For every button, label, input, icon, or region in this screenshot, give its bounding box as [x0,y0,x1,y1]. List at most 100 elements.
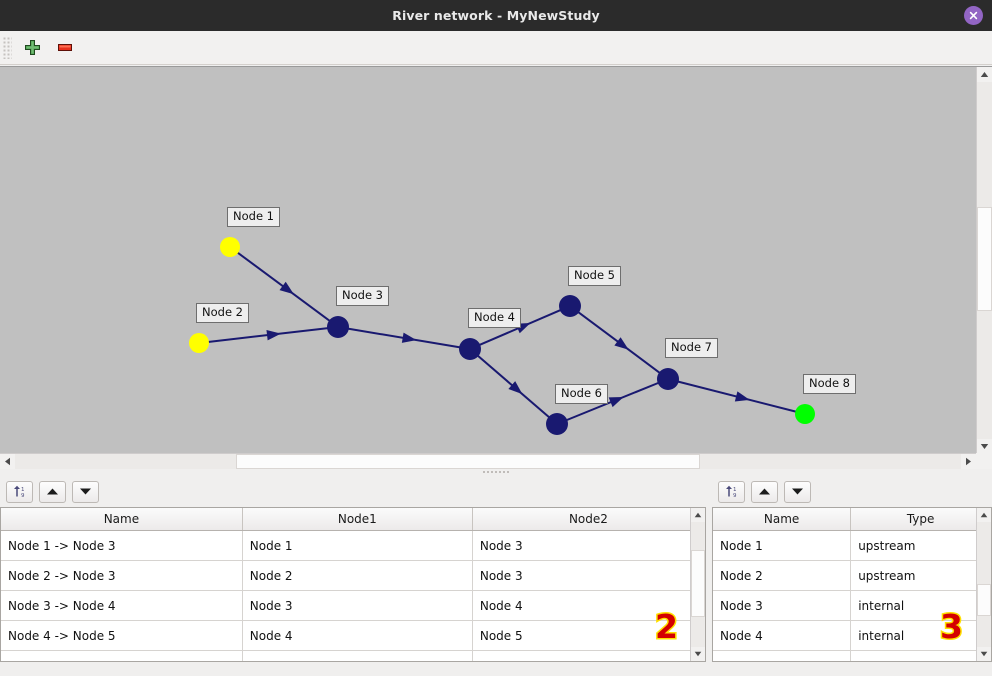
delete-red-minus-icon[interactable] [52,35,78,61]
graph-node-node1[interactable] [220,237,240,257]
reach-cell[interactable]: Node 3 -> Node 4 [1,590,243,621]
nodes-vertical-scroll-thumb[interactable] [977,584,991,616]
reaches-move-up-button[interactable] [39,480,66,503]
node-cell[interactable]: internal [850,620,991,651]
scroll-right-button[interactable] [961,454,976,469]
sort-arrow-icon: 1 9 [726,485,737,499]
reach-cell[interactable]: Node 2 -> Node 3 [1,560,243,591]
graph-node-node6[interactable] [546,413,568,435]
title-bar: River network - MyNewStudy [0,0,992,31]
reaches-scroll-down-button[interactable] [691,647,705,661]
reaches-col-node2[interactable]: Node2 [472,508,705,531]
nodes-scroll-up-button[interactable] [977,508,991,522]
scroll-track-upper[interactable] [977,82,992,207]
reaches-sort-button[interactable]: 1 9 [6,480,33,503]
edge-arrow-icon [608,396,624,408]
reach-cell[interactable]: Node 4 [472,590,705,621]
node-row-empty[interactable] [713,650,991,661]
horizontal-splitter[interactable] [0,469,992,476]
nodes-scroll-track-upper[interactable] [977,522,991,584]
node-cell[interactable]: internal [850,590,991,621]
scroll-up-button[interactable] [977,67,992,82]
canvas-vertical-scroll-thumb[interactable] [977,207,992,311]
reaches-col-name[interactable]: Name [1,508,243,531]
scroll-track-right[interactable] [700,454,961,469]
reach-cell[interactable]: Node 3 [472,530,705,561]
network-graph [189,237,815,435]
node-cell-empty[interactable] [713,650,852,661]
graph-node-node2[interactable] [189,333,209,353]
scroll-left-button[interactable] [0,454,15,469]
network-diagram-canvas[interactable]: Node 1 Node 2 Node 3 Node 4 Node 5 Node 6 Node… [0,67,976,454]
node-cell[interactable]: upstream [850,560,991,591]
nodes-scroll-down-button[interactable] [977,647,991,661]
canvas-horizontal-scrollbar[interactable] [0,453,976,469]
reach-cell-empty[interactable] [472,650,705,661]
node-cell[interactable]: Node 1 [713,530,852,561]
nodes-vertical-scrollbar[interactable] [976,508,991,661]
reach-cell[interactable]: Node 4 -> Node 5 [1,620,243,651]
nodes-scroll-track-lower[interactable] [977,616,991,647]
graph-node-node5[interactable] [559,295,581,317]
canvas-vertical-scrollbar[interactable] [976,67,992,454]
reaches-vertical-scrollbar[interactable] [690,508,705,661]
graph-node-label-node1[interactable]: Node 1 [227,207,280,227]
node-cell[interactable]: Node 2 [713,560,852,591]
graph-node-node8[interactable] [795,404,815,424]
scroll-track-left[interactable] [15,454,236,469]
reach-cell[interactable]: Node 5 [472,620,705,651]
close-icon[interactable] [964,6,983,25]
node-cell[interactable]: Node 3 [713,590,852,621]
scrollbar-corner [976,453,992,469]
reaches-col-node1[interactable]: Node1 [242,508,473,531]
nodes-move-down-button[interactable] [784,480,811,503]
scroll-track-lower[interactable] [977,311,992,439]
graph-node-label-node8[interactable]: Node 8 [803,374,856,394]
reaches-scroll-up-button[interactable] [691,508,705,522]
node-cell[interactable]: upstream [850,530,991,561]
reach-cell[interactable]: Node 3 [242,590,473,621]
scroll-down-button[interactable] [977,439,992,454]
nodes-col-type[interactable]: Type [850,508,991,531]
graph-node-label-node7[interactable]: Node 7 [665,338,718,358]
reaches-move-down-button[interactable] [72,480,99,503]
reach-cell[interactable]: Node 3 [472,560,705,591]
graph-node-node3[interactable] [327,316,349,338]
reaches-scroll-track-upper[interactable] [691,522,705,550]
graph-node-label-node4[interactable]: Node 4 [468,308,521,328]
reaches-header-row: Name Node1 Node2 [1,508,705,531]
bottom-panels: 1 9 [0,476,992,676]
reach-row-empty[interactable] [1,650,705,661]
graph-node-label-node2[interactable]: Node 2 [196,303,249,323]
graph-node-label-node3[interactable]: Node 3 [336,286,389,306]
nodes-sort-button[interactable]: 1 9 [718,480,745,503]
graph-node-node7[interactable] [657,368,679,390]
reach-cell-empty[interactable] [242,650,473,661]
nodes-move-up-button[interactable] [751,480,778,503]
reaches-vertical-scroll-thumb[interactable] [691,550,705,617]
reach-cell[interactable]: Node 4 [242,620,473,651]
add-green-plus-icon[interactable] [19,35,45,61]
reach-cell[interactable]: Node 1 -> Node 3 [1,530,243,561]
svg-text:1: 1 [733,487,737,493]
node-cell-empty[interactable] [850,650,991,661]
graph-node-node4[interactable] [459,338,481,360]
canvas-horizontal-scroll-thumb[interactable] [236,454,700,469]
reach-cell[interactable]: Node 2 [242,560,473,591]
reaches-scroll-track-lower[interactable] [691,617,705,647]
nodes-col-name[interactable]: Name [713,508,852,531]
reach-cell-empty[interactable] [1,650,243,661]
graph-node-label-node5[interactable]: Node 5 [568,266,621,286]
node-cell[interactable]: Node 4 [713,620,852,651]
graph-node-label-node6[interactable]: Node 6 [555,384,608,404]
toolbar-grip[interactable] [3,36,12,59]
reach-cell[interactable]: Node 1 [242,530,473,561]
